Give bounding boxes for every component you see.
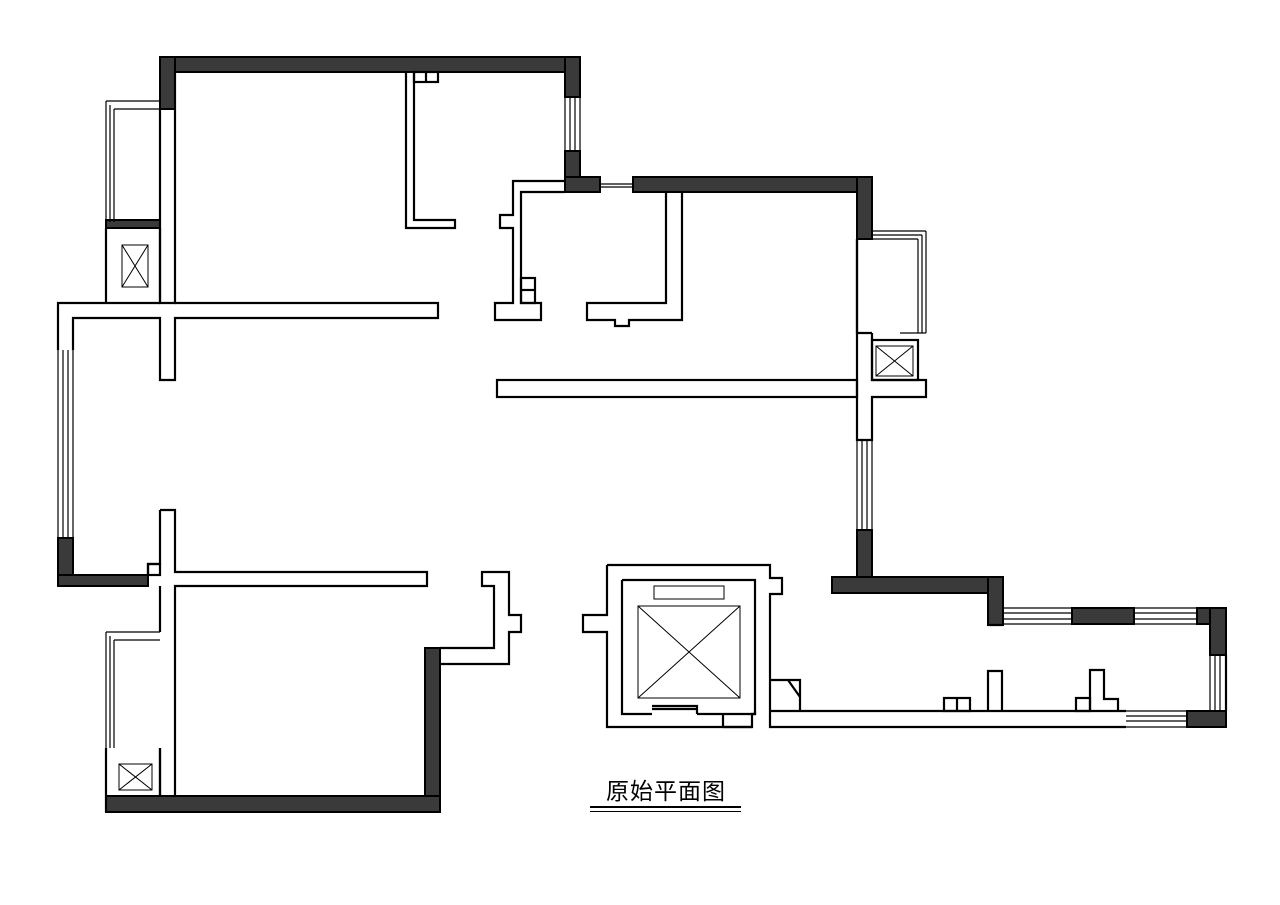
wall-top-east-stub [564, 56, 581, 98]
wall-upper-bath [493, 179, 565, 322]
wall-utility-stub-2 [1088, 668, 1120, 711]
shaft-lower-left-frame [104, 748, 162, 812]
wall-far-east-v [1209, 607, 1227, 656]
wall-right-north [632, 176, 872, 193]
fitting-triangle [770, 678, 802, 711]
partition-walls [56, 70, 1228, 812]
wall-corridor-long [495, 378, 859, 399]
wall-right-north-drop [856, 176, 873, 240]
shaft-lower-left [118, 763, 153, 791]
shaft-upper-left [121, 244, 149, 288]
elevator-cross [637, 605, 741, 699]
wall-right-mid-drop [987, 576, 1004, 626]
shaft-upper-right [875, 345, 914, 377]
shaft-upper-left-frame [104, 228, 162, 303]
elevator-car [637, 605, 741, 699]
shaft-upper-right-frame [870, 338, 920, 382]
title-underline [590, 806, 741, 808]
title-underline-thin [590, 811, 741, 812]
wall-left-lower-h [57, 574, 149, 587]
windows [57, 97, 1227, 748]
wall-top-west-stub [159, 56, 176, 110]
wall-upper-horizontal [56, 301, 440, 382]
wall-far-east-seg1 [1071, 607, 1135, 625]
wall-top-stub [404, 72, 457, 230]
wall-right-mid-h [831, 576, 1004, 594]
wall-far-east-bottom [1186, 710, 1227, 728]
wall-left-column-lower [146, 508, 429, 796]
wall-mid-step-h [564, 176, 601, 193]
plan-title: 原始平面图 [606, 779, 726, 805]
wall-left-column-upper [158, 72, 177, 305]
elevator-panel [653, 585, 725, 600]
wall-upper-right-room [585, 192, 684, 328]
wall-lower-bedroom-south [105, 795, 441, 813]
wall-utility-stub-1 [986, 669, 1004, 711]
concrete-walls [57, 56, 1227, 813]
wall-lower-jog [440, 570, 523, 666]
shafts [118, 244, 914, 791]
wall-top-north [159, 56, 581, 73]
utility-box-2 [1074, 696, 1092, 713]
wall-right-mid-v [856, 529, 873, 581]
wall-lower-bedroom-east [424, 647, 441, 813]
lower-stub-box [146, 562, 162, 577]
